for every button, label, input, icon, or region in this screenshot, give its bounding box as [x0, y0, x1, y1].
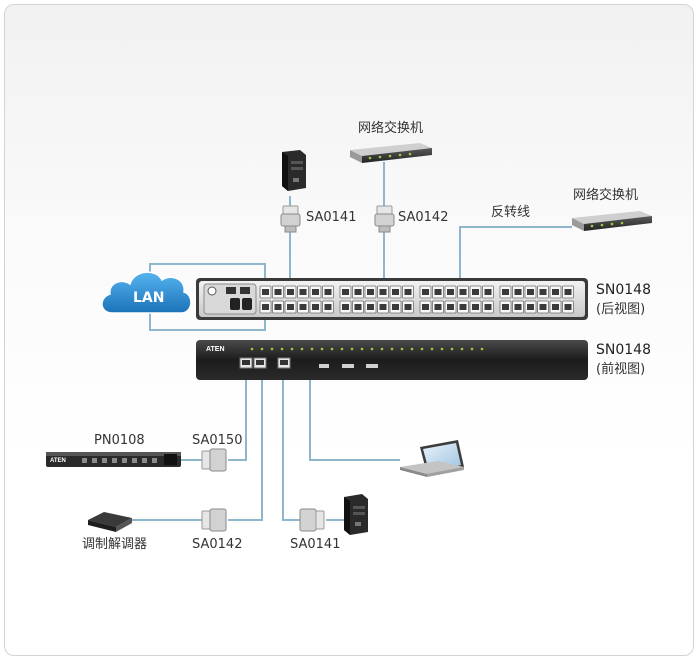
front-status-leds	[250, 347, 484, 351]
laptop-icon	[400, 440, 464, 477]
status-led	[430, 347, 434, 351]
network-switch-right-icon	[572, 211, 652, 231]
adapter-sa0141-bottom-label: SA0141	[290, 537, 341, 552]
status-led	[420, 347, 424, 351]
pdu-outlet	[112, 458, 117, 463]
adapter-sa0142-top-icon	[374, 205, 395, 233]
sn0148-rear-panel	[196, 278, 588, 320]
front-brand-text: ATEN	[206, 346, 225, 353]
sn0148-front-view-label: (前视图)	[596, 362, 646, 377]
status-led	[310, 347, 314, 351]
pdu-outlet	[142, 458, 147, 463]
status-led	[360, 347, 364, 351]
sn0148-rear-model-label: SN0148	[596, 282, 651, 298]
adapter-sa0141-top-icon	[280, 205, 301, 233]
cable-sa0141-bottom	[282, 372, 300, 521]
adapter-sa0150-label: SA0150	[192, 433, 243, 448]
pdu-outlet	[82, 458, 87, 463]
rollover-cable-label: 反转线	[491, 205, 531, 220]
status-led	[250, 347, 254, 351]
pdu-outlet	[152, 458, 157, 463]
status-led	[480, 347, 484, 351]
pdu-label: PN0108	[94, 433, 145, 448]
adapter-sa0142-bottom-icon	[201, 508, 227, 532]
status-led	[410, 347, 414, 351]
switch-top-label: 网络交换机	[358, 121, 424, 136]
cable-rollover	[459, 226, 572, 282]
pdu-outlet	[92, 458, 97, 463]
network-switch-top-icon	[350, 143, 432, 163]
status-led	[300, 347, 304, 351]
lan-cloud-icon	[101, 271, 192, 314]
status-led	[460, 347, 464, 351]
server-tower-bottom-icon	[344, 494, 368, 535]
pdu-outlet	[122, 458, 127, 463]
status-led	[370, 347, 374, 351]
diagram-card	[4, 4, 694, 656]
adapter-sa0150-icon	[201, 448, 227, 472]
status-led	[270, 347, 274, 351]
adapter-sa0142-top-label: SA0142	[398, 210, 449, 225]
adapter-sa0142-bottom-label: SA0142	[192, 537, 243, 552]
pdu-brand-text: ATEN	[50, 458, 66, 464]
server-tower-top-icon	[282, 150, 306, 191]
status-led	[290, 347, 294, 351]
cable-sa0142-bottom	[228, 372, 263, 521]
status-led	[260, 347, 264, 351]
status-led	[320, 347, 324, 351]
status-led	[380, 347, 384, 351]
adapter-sa0141-bottom-icon	[299, 508, 325, 532]
adapter-sa0141-top-label: SA0141	[306, 210, 357, 225]
status-led	[390, 347, 394, 351]
lan-label: LAN	[133, 290, 165, 306]
pdu-outlet	[102, 458, 107, 463]
status-led	[280, 347, 284, 351]
status-led	[330, 347, 334, 351]
sn0148-front-panel: ATEN	[196, 340, 588, 380]
status-led	[350, 347, 354, 351]
modem-label: 调制解调器	[82, 537, 148, 552]
status-led	[450, 347, 454, 351]
pdu-outlet	[132, 458, 137, 463]
front-brand-logo: ATEN	[206, 346, 225, 353]
sn0148-rear-view-label: (后视图)	[596, 302, 646, 317]
switch-right-label: 网络交换机	[573, 188, 639, 203]
cables	[132, 162, 572, 521]
cable-laptop	[309, 372, 400, 461]
sn0148-front-model-label: SN0148	[596, 342, 651, 358]
status-led	[340, 347, 344, 351]
rear-serial-ports	[259, 285, 574, 314]
status-led	[470, 347, 474, 351]
status-led	[440, 347, 444, 351]
modem-icon	[88, 512, 132, 532]
pdu-pn0108-icon: ATEN	[46, 452, 181, 467]
cable-sa0150	[228, 372, 247, 461]
status-led	[400, 347, 404, 351]
